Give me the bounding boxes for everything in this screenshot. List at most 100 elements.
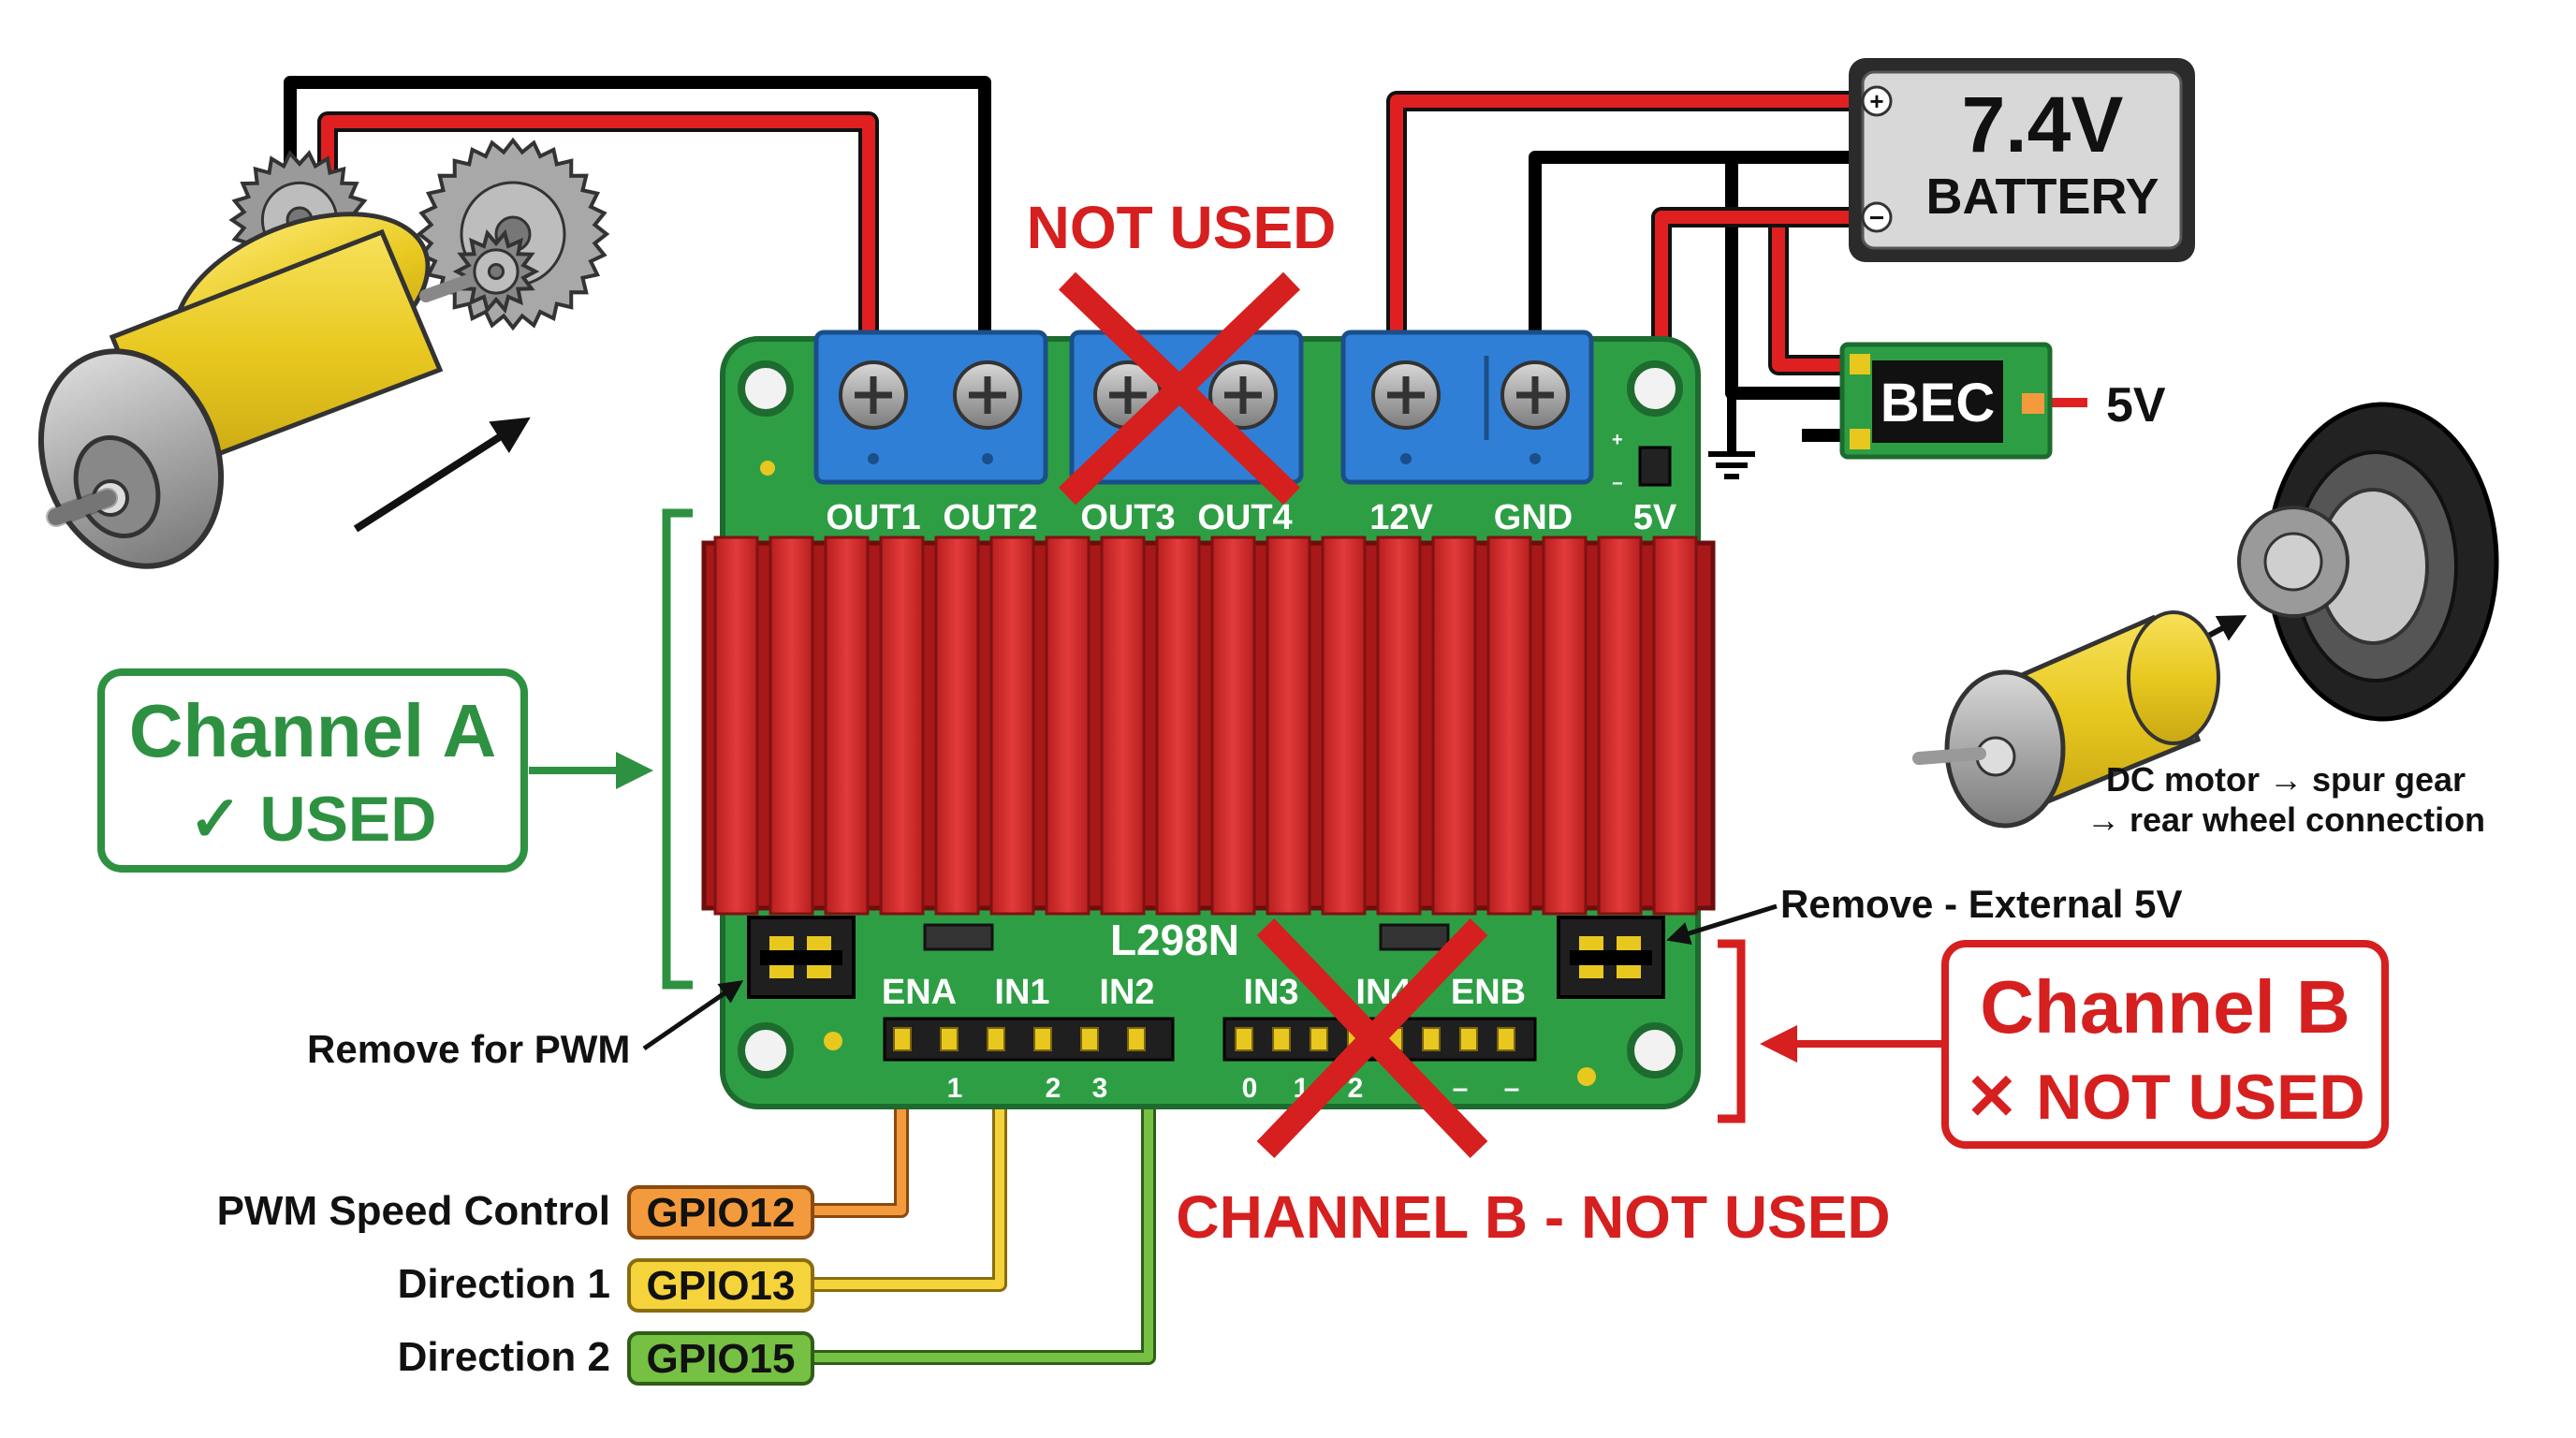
- label-12v: 12V: [1369, 498, 1433, 537]
- gpio13-badge: GPIO13: [647, 1263, 796, 1309]
- pin-number: 1: [947, 1073, 963, 1104]
- label-out4: OUT4: [1197, 498, 1292, 537]
- remove-5v-note: Remove - External 5V: [1780, 882, 2183, 926]
- not-used-x-top: [1059, 271, 1300, 506]
- heatsink-fin: [713, 536, 759, 916]
- heatsink-fin: [824, 536, 870, 916]
- pin-number: –: [1504, 1073, 1520, 1104]
- header-pin: [1422, 1027, 1441, 1051]
- header-pin: [1310, 1027, 1328, 1051]
- bec-output-label: 5V: [2106, 378, 2166, 433]
- mount-hole: [1627, 360, 1683, 417]
- heatsink-fin: [989, 536, 1035, 916]
- pin-label-enb: ENB: [1451, 973, 1526, 1012]
- motor-caption-line1: DC motor → spur gear: [2106, 760, 2466, 799]
- mount-hole: [1627, 1022, 1683, 1078]
- battery-minus: −: [1869, 203, 1884, 232]
- pin-number: 2: [1046, 1073, 1061, 1104]
- label-5v: 5V: [1633, 498, 1677, 537]
- header-pins-left: [883, 1017, 1175, 1062]
- heatsink-fin: [1155, 536, 1201, 916]
- channel-b-banner: CHANNEL B - NOT USED: [1176, 1183, 1890, 1251]
- header-pin: [1033, 1027, 1052, 1051]
- label-out2: OUT2: [943, 498, 1037, 537]
- not-used-top-label: NOT USED: [1027, 194, 1337, 261]
- heatsink-fin: [879, 536, 925, 916]
- channel-b-status: ✕ NOT USED: [1965, 1062, 2364, 1133]
- header-pin: [893, 1027, 912, 1051]
- battery-label: BATTERY: [1926, 169, 2159, 225]
- battery-plus: +: [1869, 87, 1883, 115]
- gpio12-badge: GPIO12: [647, 1190, 796, 1236]
- heatsink-fin: [934, 536, 980, 916]
- jumper-5v: [1557, 916, 1665, 999]
- jumper-ena: [747, 916, 856, 999]
- heatsink-fin: [1597, 536, 1643, 916]
- not-used-x-bottom: [1256, 918, 1488, 1158]
- label-out1: OUT1: [826, 498, 920, 537]
- terminal-blocks: + −: [813, 330, 1672, 494]
- pin-label-in3: IN3: [1243, 973, 1298, 1012]
- bec-module: BEC 5V: [1839, 342, 2166, 460]
- heatsink-fin: [1542, 536, 1588, 916]
- gpio12-desc: PWM Speed Control: [217, 1188, 610, 1234]
- header-pin: [1127, 1027, 1146, 1051]
- pin-number: 3: [1092, 1073, 1108, 1104]
- chip-label: L298N: [1110, 916, 1239, 964]
- heatsink-fin: [1376, 536, 1422, 916]
- dc-motor-left: [37, 137, 610, 569]
- pin-label-ena: ENA: [882, 973, 957, 1012]
- mount-hole: [738, 360, 794, 417]
- gpio13-desc: Direction 1: [398, 1261, 610, 1307]
- heatsink-fin: [1266, 536, 1311, 916]
- label-gnd: GND: [1494, 498, 1573, 537]
- channel-a-title: Channel A: [129, 689, 497, 772]
- bec-label: BEC: [1881, 373, 1995, 433]
- pin-label-in1: IN1: [994, 973, 1049, 1012]
- channel-a-callout: Channel A ✓ USED: [97, 508, 693, 990]
- channel-a-status: ✓ USED: [189, 784, 437, 855]
- header-pin-labels: ENA IN1 IN2 IN3 IN4 ENB: [882, 973, 1526, 1012]
- heatsink-fin: [1652, 536, 1698, 916]
- label-out3: OUT3: [1080, 498, 1175, 537]
- gpio-legend: PWM Speed Control GPIO12 Direction 1 GPI…: [217, 1185, 814, 1386]
- heatsink-fin: [1045, 536, 1090, 916]
- pin-number: 0: [1242, 1073, 1258, 1104]
- battery-voltage: 7.4V: [1962, 81, 2124, 169]
- header-pin: [1497, 1027, 1515, 1051]
- gpio15-desc: Direction 2: [398, 1334, 610, 1380]
- heatsink-fin: [1486, 536, 1532, 916]
- pin-label-in2: IN2: [1099, 973, 1154, 1012]
- header-pin: [1080, 1027, 1099, 1051]
- mount-hole: [738, 1022, 794, 1078]
- header-pin: [1272, 1027, 1291, 1051]
- header-pin: [940, 1027, 959, 1051]
- heatsink-fin: [768, 536, 814, 916]
- heatsink-fin: [1210, 536, 1256, 916]
- header-pin: [1459, 1027, 1478, 1051]
- heatsink-fin: [1431, 536, 1477, 916]
- terminal-labels: OUT1 OUT2 OUT3 OUT4 12V GND 5V: [826, 498, 1677, 537]
- motor-caption-line2: → rear wheel connection: [2086, 800, 2485, 839]
- channel-b-title: Channel B: [1980, 965, 2350, 1049]
- annotations: Remove - External 5V Remove for PWM CHAN…: [307, 882, 2183, 1251]
- terminal-5v-pin: + −: [1612, 430, 1672, 494]
- svg-text:−: −: [1612, 474, 1623, 494]
- header-pin: [987, 1027, 1005, 1051]
- pin-number: –: [1453, 1073, 1469, 1104]
- pin-number: 2: [1348, 1073, 1364, 1104]
- wheel-icon: [2237, 402, 2499, 722]
- gpio15-badge: GPIO15: [647, 1336, 796, 1382]
- terminal-power: [1340, 330, 1594, 485]
- remove-pwm-note: Remove for PWM: [307, 1027, 630, 1071]
- svg-text:+: +: [1612, 430, 1623, 450]
- heatsink: [701, 536, 1716, 916]
- header-pin: [1235, 1027, 1253, 1051]
- heatsink-fin: [1100, 536, 1146, 916]
- terminal-out1-out2: [813, 330, 1048, 485]
- board-components: L298N: [923, 916, 1450, 964]
- heatsink-fin: [1321, 536, 1367, 916]
- motor-wheel-assembly: DC motor → spur gear → rear wheel connec…: [1912, 402, 2499, 839]
- channel-b-callout: Channel B ✕ NOT USED: [1718, 939, 2389, 1149]
